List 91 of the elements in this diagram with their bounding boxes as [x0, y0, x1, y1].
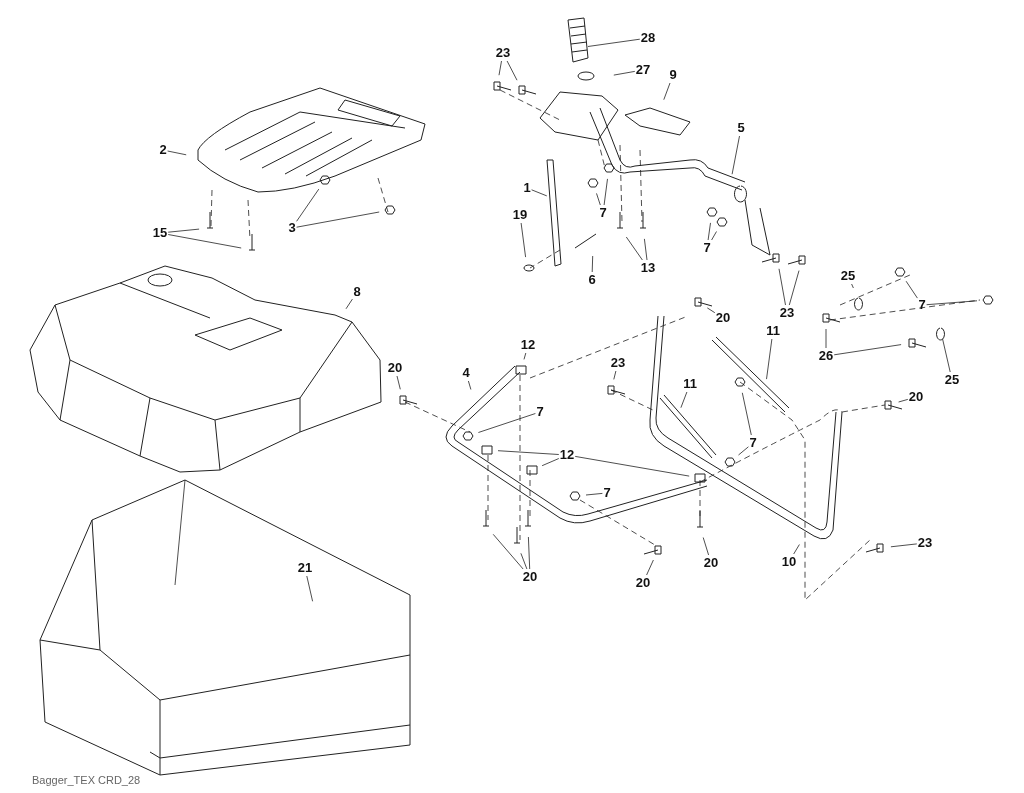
callout-number: 20 — [703, 556, 719, 570]
leader-line — [468, 380, 472, 390]
callout-number: 7 — [749, 436, 757, 450]
leader-line — [706, 307, 716, 314]
leader-line — [528, 536, 531, 570]
leader-line — [167, 150, 187, 156]
leader-line — [663, 82, 671, 101]
callout-number: 10 — [781, 555, 797, 569]
callout-number: 23 — [779, 306, 795, 320]
callout-number: 23 — [495, 46, 511, 60]
callout-number: 25 — [840, 269, 856, 283]
callout-number: 21 — [297, 561, 313, 575]
callout-number: 26 — [818, 349, 834, 363]
leader-line — [613, 370, 617, 380]
leader-line — [680, 391, 688, 409]
callout-number: 20 — [522, 570, 538, 584]
callout-number: 11 — [683, 377, 697, 391]
leader-line — [711, 231, 717, 241]
leader-line — [926, 300, 978, 306]
leader-line — [644, 238, 648, 261]
leader-line — [905, 280, 918, 299]
callout-number: 19 — [512, 208, 528, 222]
leader-line — [167, 234, 242, 249]
leader-line — [585, 493, 603, 496]
leader-line — [702, 537, 709, 556]
leader-line — [738, 446, 749, 456]
callout-number: 7 — [918, 298, 926, 312]
leader-line — [898, 399, 909, 403]
leader-line — [741, 392, 752, 436]
leader-line — [523, 352, 527, 360]
leader-line — [306, 575, 313, 602]
leader-line — [833, 344, 902, 356]
leader-line — [731, 135, 740, 175]
callout-number: 12 — [559, 448, 575, 462]
callout-number: 15 — [152, 226, 168, 240]
leader-line — [890, 543, 918, 548]
leader-line — [646, 559, 654, 576]
leader-line — [296, 211, 380, 228]
callout-number: 25 — [944, 373, 960, 387]
leader-line — [942, 338, 951, 373]
callout-number: 6 — [588, 273, 596, 287]
callout-number: 4 — [462, 366, 470, 380]
leader-line — [497, 450, 560, 455]
callout-number: 7 — [603, 486, 611, 500]
leader-line — [345, 298, 353, 310]
callout-number: 28 — [640, 31, 656, 45]
callout-number: 20 — [387, 361, 403, 375]
leader-line — [591, 255, 594, 273]
callout-number: 12 — [520, 338, 536, 352]
callout-number: 5 — [737, 121, 745, 135]
leader-line — [574, 456, 690, 477]
leader-line — [788, 270, 800, 306]
callout-number: 27 — [635, 63, 651, 77]
callout-number: 20 — [715, 311, 731, 325]
leader-line — [396, 375, 401, 390]
leader-line — [520, 222, 526, 258]
leader-line — [603, 178, 608, 206]
callout-number: 7 — [599, 206, 607, 220]
leader-line — [778, 268, 786, 306]
callout-number: 2 — [159, 143, 167, 157]
leader-line — [531, 189, 548, 197]
callout-number: 20 — [908, 390, 924, 404]
leader-line — [478, 413, 536, 433]
leader-line — [296, 188, 320, 222]
callout-number: 1 — [523, 181, 531, 195]
leader-line — [825, 328, 827, 349]
leader-line — [793, 544, 800, 555]
callout-number: 3 — [288, 221, 296, 235]
leader-line — [541, 458, 560, 467]
leader-line — [520, 552, 528, 570]
callout-number: 13 — [640, 261, 656, 275]
leader-line — [625, 236, 643, 261]
leader-line — [596, 193, 601, 206]
callout-number: 23 — [917, 536, 933, 550]
callout-number: 20 — [635, 576, 651, 590]
leader-line — [167, 228, 200, 233]
callout-number: 11 — [766, 324, 780, 338]
leader-line — [851, 283, 854, 289]
leader-line — [707, 222, 711, 241]
callout-number: 9 — [669, 68, 677, 82]
callout-number: 23 — [610, 356, 626, 370]
callout-number: 7 — [703, 241, 711, 255]
leader-line — [492, 533, 524, 570]
leader-line — [498, 60, 502, 76]
leader-line — [506, 60, 518, 81]
leader-line — [613, 71, 636, 76]
callout-number: 8 — [353, 285, 361, 299]
leader-line — [587, 38, 641, 47]
leader-line — [766, 338, 773, 380]
drawing-reference-code: Bagger_TEX CRD_28 — [32, 774, 141, 786]
callout-number: 7 — [536, 405, 544, 419]
